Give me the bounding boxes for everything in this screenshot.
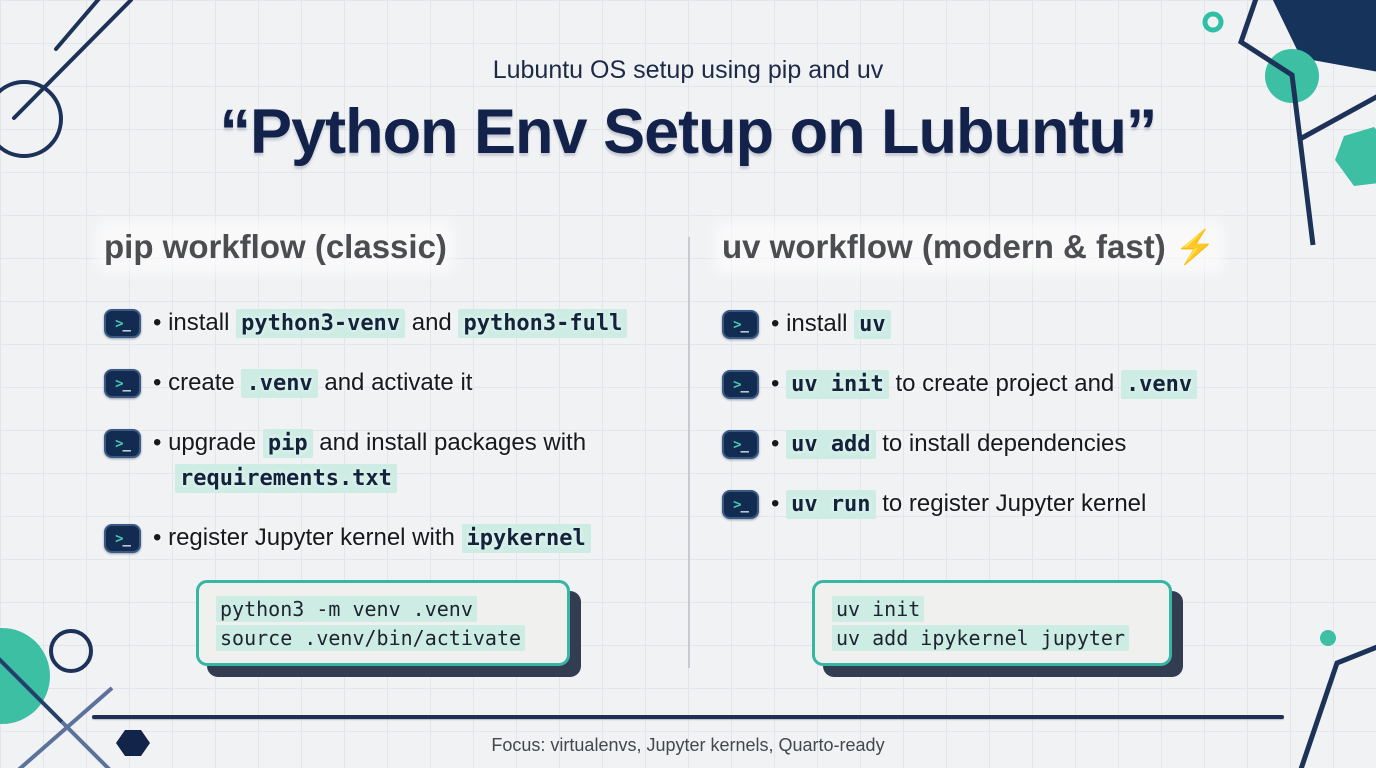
bullet-marker: • — [771, 430, 787, 457]
item-text: • create .venv and activate it — [153, 366, 472, 401]
teal-ring-decoration — [1202, 11, 1224, 33]
zigzag-line-decoration — [1298, 94, 1376, 142]
inline-code: requirements.txt — [175, 464, 397, 493]
workflow-item: >_ • uv init to create project and .venv — [722, 367, 1297, 402]
pip-item-list: >_ • install python3-venv and python3-ful… — [104, 306, 679, 556]
pentagon-decoration — [1272, 0, 1376, 72]
teal-dot-decoration — [1320, 630, 1336, 646]
workflow-item: >_ • upgrade pip and install packages wit… — [104, 426, 679, 496]
workflow-item: >_ • uv run to register Jupyter kernel — [722, 487, 1297, 522]
terminal-icon: >_ — [722, 490, 759, 519]
teal-hexagon-decoration — [1335, 127, 1376, 186]
inline-code: uv run — [786, 490, 876, 519]
item-text-segment: and install packages with — [312, 429, 587, 456]
item-text-segment: install — [168, 309, 237, 336]
terminal-icon: >_ — [722, 370, 759, 399]
workflow-item: >_ • create .venv and activate it — [104, 366, 679, 401]
item-text: • upgrade pip and install packages with … — [153, 426, 673, 496]
column-divider — [688, 237, 690, 668]
item-text-segment: and activate it — [317, 369, 473, 396]
inline-code: .venv — [241, 369, 318, 398]
hexagon-decoration — [116, 730, 150, 756]
code-line: uv init — [832, 595, 1152, 624]
item-text: • uv run to register Jupyter kernel — [771, 487, 1146, 522]
inline-code: python3-full — [458, 309, 628, 338]
inline-code: pip — [262, 429, 313, 458]
workflow-item: >_ • uv add to install dependencies — [722, 427, 1297, 462]
item-text-segment: install — [786, 310, 855, 337]
column-heading-text: uv workflow (modern & fast) — [722, 228, 1166, 265]
code-line: python3 -m venv .venv — [216, 595, 550, 624]
item-text: • uv add to install dependencies — [771, 427, 1126, 462]
item-text-segment: create — [168, 369, 242, 396]
page-title: “Python Env Setup on Lubuntu” — [219, 97, 1158, 167]
lightning-icon: ⚡ — [1174, 228, 1216, 265]
column-uv: uv workflow (modern & fast) ⚡ >_ • instal… — [722, 228, 1297, 547]
item-text-segment: and — [405, 309, 459, 336]
bullet-marker: • — [153, 369, 169, 396]
teal-circle-decoration — [0, 628, 50, 724]
uv-item-list: >_ • install uv >_ • uv init to create proj… — [722, 307, 1297, 522]
zigzag-line-decoration — [1298, 644, 1376, 768]
code-line: source .venv/bin/activate — [216, 624, 550, 653]
column-heading-uv: uv workflow (modern & fast) ⚡ — [722, 228, 1216, 267]
column-heading-text: pip workflow (classic) — [104, 228, 447, 265]
inline-code: uv init — [786, 370, 889, 399]
workflow-item: >_ • install uv — [722, 307, 1297, 342]
terminal-icon: >_ — [722, 430, 759, 459]
workflow-item: >_ • install python3-venv and python3-ful… — [104, 306, 679, 341]
zigzag-line-decoration — [1237, 0, 1316, 246]
inline-code: ipykernel — [461, 524, 591, 553]
footer-text: Focus: virtualenvs, Jupyter kernels, Qua… — [491, 735, 885, 755]
item-text-segment: to register Jupyter kernel — [875, 490, 1147, 517]
item-text: • install python3-venv and python3-full — [153, 306, 628, 341]
bullet-marker: • — [771, 310, 787, 337]
bullet-marker: • — [153, 429, 169, 456]
item-text: • register Jupyter kernel with ipykernel — [153, 521, 591, 556]
circle-outline-decoration — [0, 80, 63, 158]
terminal-icon: >_ — [104, 429, 141, 458]
diagonal-line-decoration — [17, 686, 114, 768]
item-text-segment: upgrade — [168, 429, 263, 456]
terminal-icon: >_ — [722, 310, 759, 339]
code-line: uv add ipykernel jupyter — [832, 624, 1152, 653]
circle-outline-decoration — [49, 629, 93, 673]
diagonal-line-decoration — [60, 720, 111, 768]
item-text: • uv init to create project and .venv — [771, 367, 1198, 402]
subtitle: Lubuntu OS setup using pip and uv — [492, 56, 884, 84]
bullet-marker: • — [153, 524, 169, 551]
bullet-marker: • — [153, 309, 169, 336]
footer-divider — [92, 715, 1284, 719]
diagonal-line-decoration — [54, 0, 101, 51]
item-text-segment: to create project and — [888, 370, 1121, 397]
inline-code: .venv — [1120, 370, 1198, 399]
inline-code: uv add — [786, 430, 876, 459]
terminal-icon: >_ — [104, 369, 141, 398]
item-text-segment: to install dependencies — [875, 430, 1127, 457]
inline-code: python3-venv — [236, 309, 406, 338]
bullet-marker: • — [771, 490, 787, 517]
terminal-icon: >_ — [104, 309, 141, 338]
diagonal-line-decoration — [12, 0, 133, 120]
terminal-icon: >_ — [104, 524, 141, 553]
item-text-segment: register Jupyter kernel with — [168, 524, 462, 551]
column-pip: pip workflow (classic) >_ • install pytho… — [104, 228, 679, 581]
workflow-item: >_ • register Jupyter kernel with ipykern… — [104, 521, 679, 556]
inline-code: uv — [854, 310, 891, 339]
bullet-marker: • — [771, 370, 787, 397]
item-text: • install uv — [771, 307, 891, 342]
column-heading-pip: pip workflow (classic) — [104, 228, 447, 266]
diagonal-line-decoration — [0, 657, 64, 724]
